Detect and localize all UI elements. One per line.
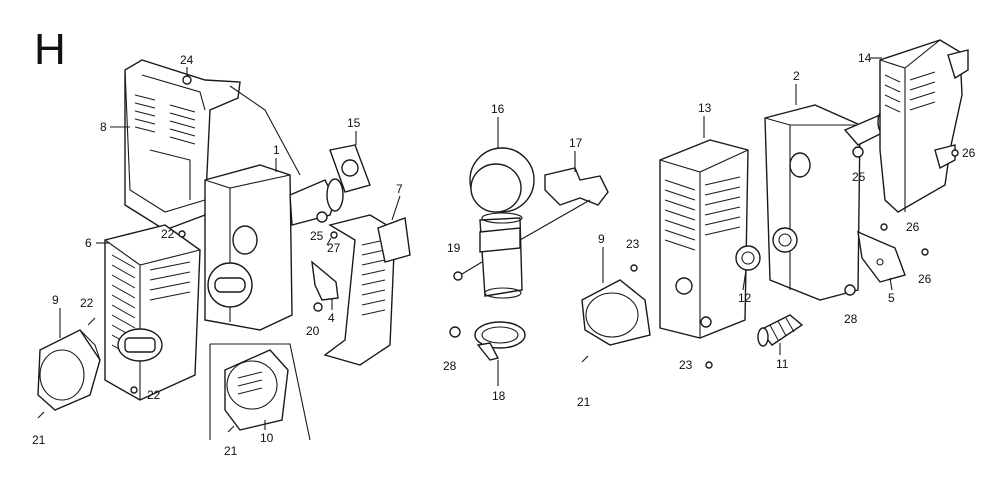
label-14: 14 [858, 51, 872, 65]
clamp-band-mid [479, 227, 521, 253]
bracket-17 [544, 167, 609, 206]
label-23-bottom: 23 [679, 358, 693, 372]
protector-14 [879, 39, 969, 213]
muffler-cap-9-right [581, 279, 651, 346]
clamp-18 [474, 321, 526, 361]
screw-22-mid [87, 317, 96, 326]
section-letter: H [34, 25, 66, 74]
label-8: 8 [100, 120, 107, 134]
label-2: 2 [793, 69, 800, 83]
bolt-26-top [951, 149, 959, 157]
label-1: 1 [273, 143, 280, 157]
muffler-protector-6 [104, 224, 201, 401]
label-28-right: 28 [844, 312, 858, 326]
bolt-26-mid [880, 223, 888, 231]
label-17: 17 [569, 136, 583, 150]
label-23-left: 23 [626, 237, 640, 251]
bolt-24 [182, 67, 192, 85]
label-6: 6 [85, 236, 92, 250]
label-19: 19 [447, 241, 461, 255]
heat-shield-bracket-8 [124, 59, 301, 231]
label-9-left: 9 [52, 293, 59, 307]
muffler-protector-13 [659, 139, 749, 339]
screw-23-left [630, 264, 638, 272]
label-21-right: 21 [577, 395, 591, 409]
bracket-7 [323, 214, 411, 366]
bolt-26-right [921, 248, 929, 256]
callout-labels: 1 2 4 5 6 7 8 9 9 10 11 12 13 14 15 16 1… [32, 51, 976, 458]
bolt-22-bottom [130, 386, 138, 394]
nut-28-right [844, 284, 856, 296]
muffler-1 [204, 164, 344, 331]
bolt-27 [326, 231, 338, 246]
label-9-right: 9 [598, 232, 605, 246]
plate-4 [311, 260, 339, 301]
label-26-top: 26 [962, 146, 976, 160]
inset-box [209, 343, 311, 441]
label-7: 7 [396, 182, 403, 196]
leader-line-17 [519, 199, 591, 241]
label-4: 4 [328, 311, 335, 325]
bolt-20 [313, 302, 323, 312]
label-22-mid: 22 [80, 296, 94, 310]
spark-arrester-11 [757, 314, 804, 347]
exhaust-deflector-16 [469, 147, 535, 299]
label-18: 18 [492, 389, 506, 403]
muffler-2 [764, 104, 891, 301]
screw-21-left [37, 411, 45, 419]
label-13: 13 [698, 101, 712, 115]
gasket-12 [735, 245, 761, 271]
label-26-mid: 26 [906, 220, 920, 234]
screw-21-right [581, 355, 589, 363]
leader-lines [59, 57, 893, 430]
label-21-inset: 21 [224, 444, 238, 458]
label-25-right: 25 [852, 170, 866, 184]
label-11: 11 [776, 357, 789, 371]
label-15: 15 [347, 116, 361, 130]
nut-25-left [316, 211, 328, 223]
label-5: 5 [888, 291, 895, 305]
muffler-cap-10 [224, 349, 289, 431]
bolt-22-top [178, 230, 186, 238]
bracket-5 [857, 230, 906, 283]
label-20: 20 [306, 324, 320, 338]
label-25-left: 25 [310, 229, 324, 243]
gasket-15 [329, 144, 371, 193]
label-12: 12 [738, 291, 752, 305]
label-24: 24 [180, 53, 194, 67]
label-21-left: 21 [32, 433, 46, 447]
label-22-top: 22 [161, 227, 175, 241]
bolt-19 [453, 261, 483, 281]
label-26-right: 26 [918, 272, 932, 286]
screw-23-bottom [705, 361, 713, 369]
nut-25-right [852, 146, 864, 158]
label-27: 27 [327, 241, 341, 255]
screw-21-inset [227, 425, 235, 433]
label-16: 16 [491, 102, 505, 116]
bolt-28-mid [449, 326, 461, 338]
label-10: 10 [260, 431, 274, 445]
label-28-mid: 28 [443, 359, 457, 373]
muffler-cap-9-left [37, 329, 101, 411]
label-22-bottom: 22 [147, 388, 161, 402]
